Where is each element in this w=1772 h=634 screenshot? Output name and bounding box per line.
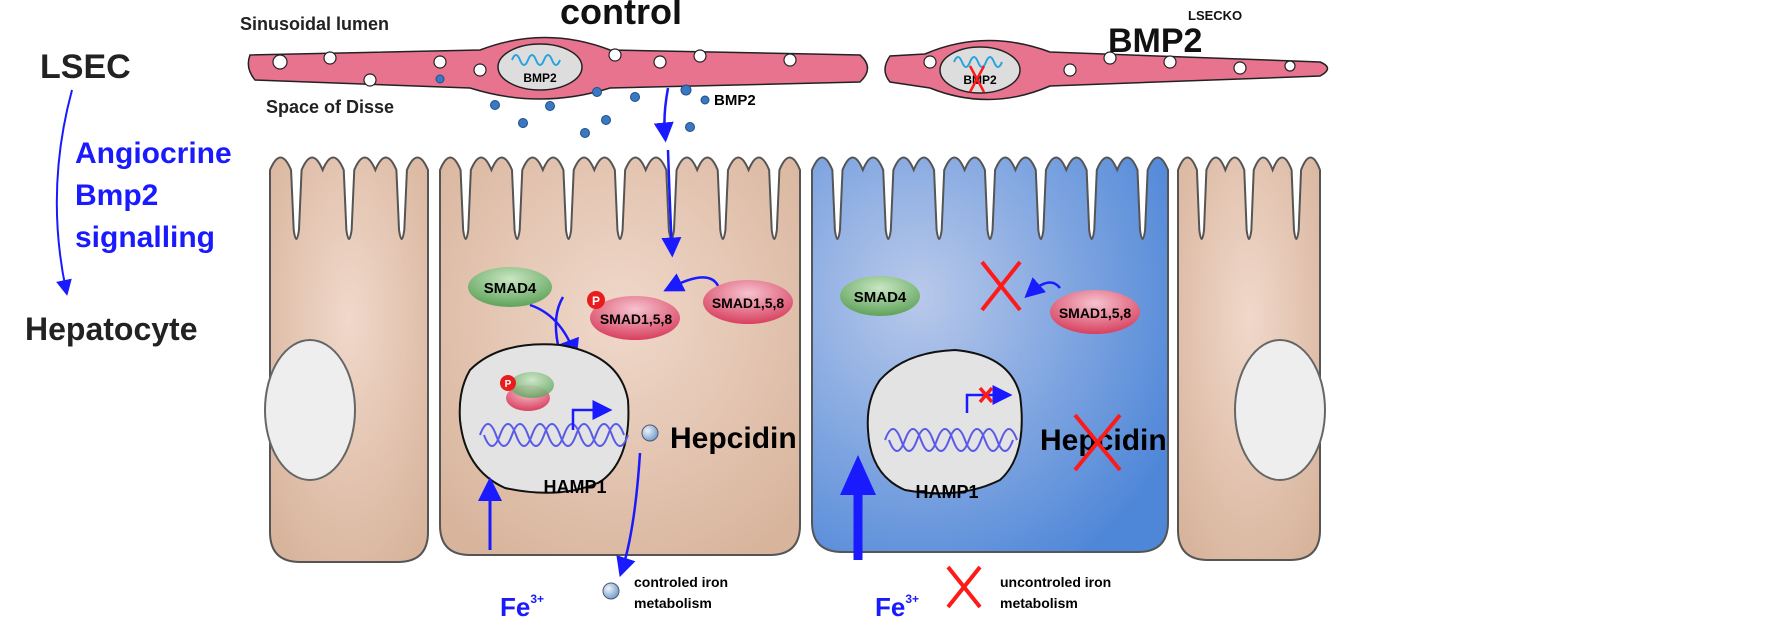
uncontrolled-iron-label: uncontroled iron xyxy=(1000,574,1111,590)
bmp2-arrow xyxy=(653,87,674,143)
ko-superscript: LSECKO xyxy=(1188,8,1242,23)
ko-title: BMP2 xyxy=(1108,22,1202,60)
hepcidin-label: Hepcidin xyxy=(670,422,797,455)
ko-hepatocyte: SMAD4 SMAD1,5,8 HAMP1 Hepcidin Fe3+ unco… xyxy=(840,260,1167,622)
hepcidin-cross-icon xyxy=(1073,413,1122,472)
phospho-smad-protein xyxy=(590,296,680,340)
nucleus-control xyxy=(458,343,630,494)
smad-label-ko: SMAD1,5,8 xyxy=(1059,305,1132,321)
nucleus-ko xyxy=(866,348,1023,495)
hamp1-label-ko: HAMP1 xyxy=(915,482,978,502)
hepatocyte-layer xyxy=(264,156,1326,563)
smad4-label-ko: SMAD4 xyxy=(854,289,907,306)
signal-line-3: signalling xyxy=(75,221,215,254)
blocked-cross-icon xyxy=(980,260,1022,312)
partial-nucleus xyxy=(1234,339,1326,481)
bmp2-gene-control: BMP2 xyxy=(523,71,557,85)
signal-line-1: Angiocrine xyxy=(75,137,232,170)
signal-line-2: Bmp2 xyxy=(75,179,158,212)
controlled-iron-label-2: metabolism xyxy=(634,595,712,611)
smad-protein xyxy=(703,280,793,324)
bmp2-ligand-dots xyxy=(435,74,710,138)
lsec-label: LSEC xyxy=(40,48,131,86)
uncontrolled-iron-label-2: metabolism xyxy=(1000,595,1078,611)
signalling-arrow xyxy=(55,89,73,296)
phospho-smad-label: SMAD1,5,8 xyxy=(600,311,673,327)
sinusoidal-lumen-label: Sinusoidal lumen xyxy=(240,14,389,34)
bmp2-ligand-label: BMP2 xyxy=(714,92,756,109)
uncontrolled-cross-icon xyxy=(946,565,982,609)
control-hepatocyte: SMAD4 SMAD1,5,8 P SMAD1,5,8 P HAMP1 Hepc… xyxy=(458,149,797,622)
controlled-iron-label: controled iron xyxy=(634,574,728,590)
smad4-protein xyxy=(468,267,552,307)
hepcidin-molecule xyxy=(641,424,659,442)
cross-icon xyxy=(968,65,986,93)
phosphate-icon xyxy=(587,291,605,309)
smad4-protein-ko xyxy=(840,276,920,316)
endothelium: BMP2 BMP2 xyxy=(247,36,1329,101)
smad-label: SMAD1,5,8 xyxy=(712,295,785,311)
hamp1-label-control: HAMP1 xyxy=(543,477,606,497)
lsec-nucleus-control xyxy=(497,43,583,91)
partial-nucleus xyxy=(264,339,356,481)
bmp2-gene-ko: BMP2 xyxy=(963,73,997,87)
smad-protein-ko xyxy=(1050,290,1140,334)
iron-label-ko: Fe3+ xyxy=(875,592,919,622)
hepcidin-released xyxy=(602,582,620,600)
nuclear-phosphate-label: P xyxy=(505,379,512,390)
space-of-disse-label: Space of Disse xyxy=(266,97,394,117)
phosphate-label: P xyxy=(592,294,600,308)
smad4-label: SMAD4 xyxy=(484,280,537,297)
control-title: control xyxy=(560,0,682,32)
hepatocyte-label: Hepatocyte xyxy=(25,311,198,347)
iron-label-control: Fe3+ xyxy=(500,592,544,622)
